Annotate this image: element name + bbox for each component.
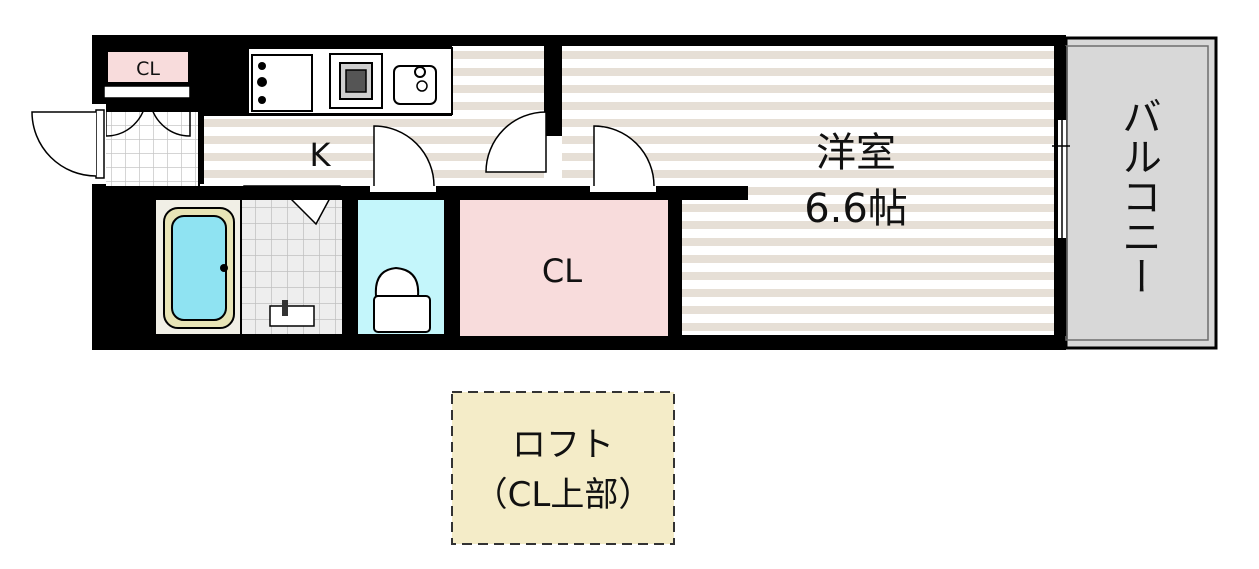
sink-icon: [251, 54, 313, 112]
balcony-label: バルコニー: [1115, 96, 1161, 296]
stove-icon: [329, 53, 383, 109]
entrance-closet: [108, 52, 188, 82]
loft-label: ロフト: [512, 425, 614, 465]
range-hood-icon: [393, 65, 437, 105]
western-room-size: 6.6帖: [804, 186, 908, 232]
toilet-icon: [373, 266, 431, 333]
door-swing-icon: [485, 111, 547, 173]
western-room-label: 洋室: [816, 130, 896, 176]
loft-note: （CL上部）: [474, 475, 653, 515]
door-swing-icon: [590, 125, 656, 192]
balcony-area: [1064, 36, 1218, 350]
washbasin-icon: [269, 300, 315, 327]
door-swing-icon: [370, 125, 436, 192]
entrance-closet-label: CL: [136, 58, 160, 80]
closet: [460, 200, 668, 336]
loft-box: [451, 391, 675, 545]
kitchen-label: K: [310, 136, 332, 174]
entrance-floor: [106, 112, 198, 186]
closet-label: CL: [542, 252, 582, 290]
door-swing-icon: [103, 85, 191, 137]
bathtub-icon: [163, 207, 235, 329]
front-door-swing: [31, 111, 97, 177]
